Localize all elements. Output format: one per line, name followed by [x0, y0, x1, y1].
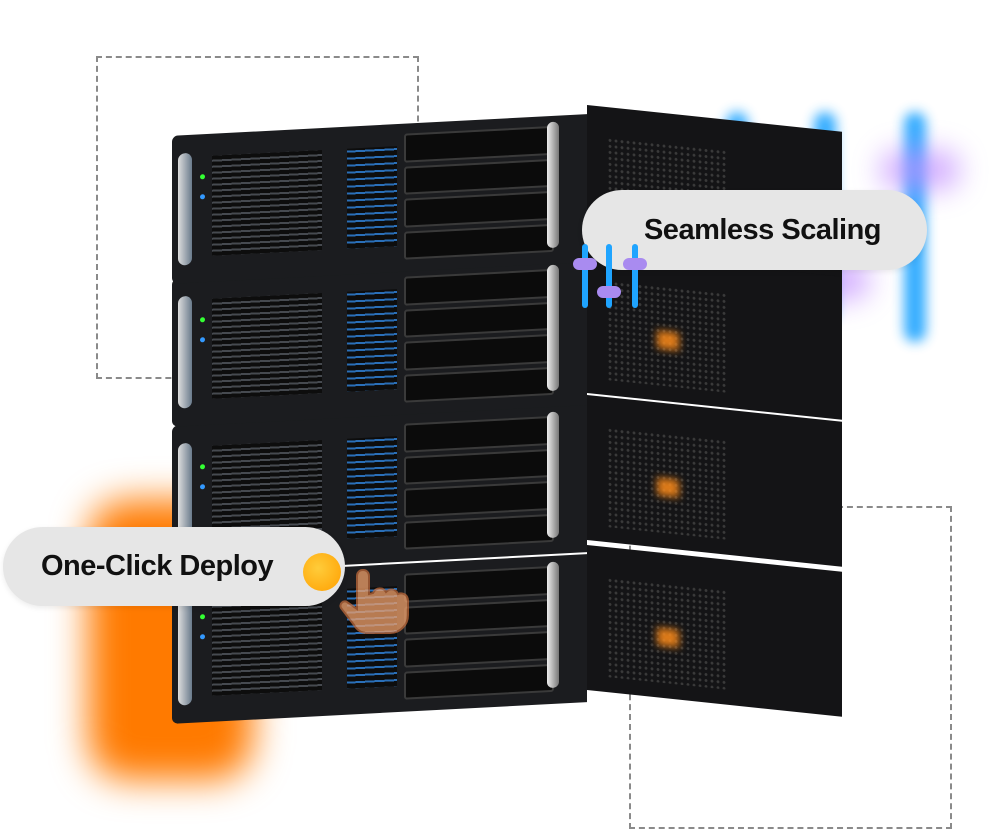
hand-pointer-icon: [339, 568, 409, 634]
one-click-deploy-label: One-Click Deploy: [41, 550, 274, 582]
seamless-scaling-label: Seamless Scaling: [643, 213, 882, 246]
seamless-scaling-badge: Seamless Scaling: [582, 190, 927, 270]
click-dot-icon: [303, 553, 341, 591]
slider-controls-icon: [568, 244, 648, 308]
one-click-deploy-badge: One-Click Deploy: [3, 527, 345, 606]
server-unit: [172, 248, 842, 427]
